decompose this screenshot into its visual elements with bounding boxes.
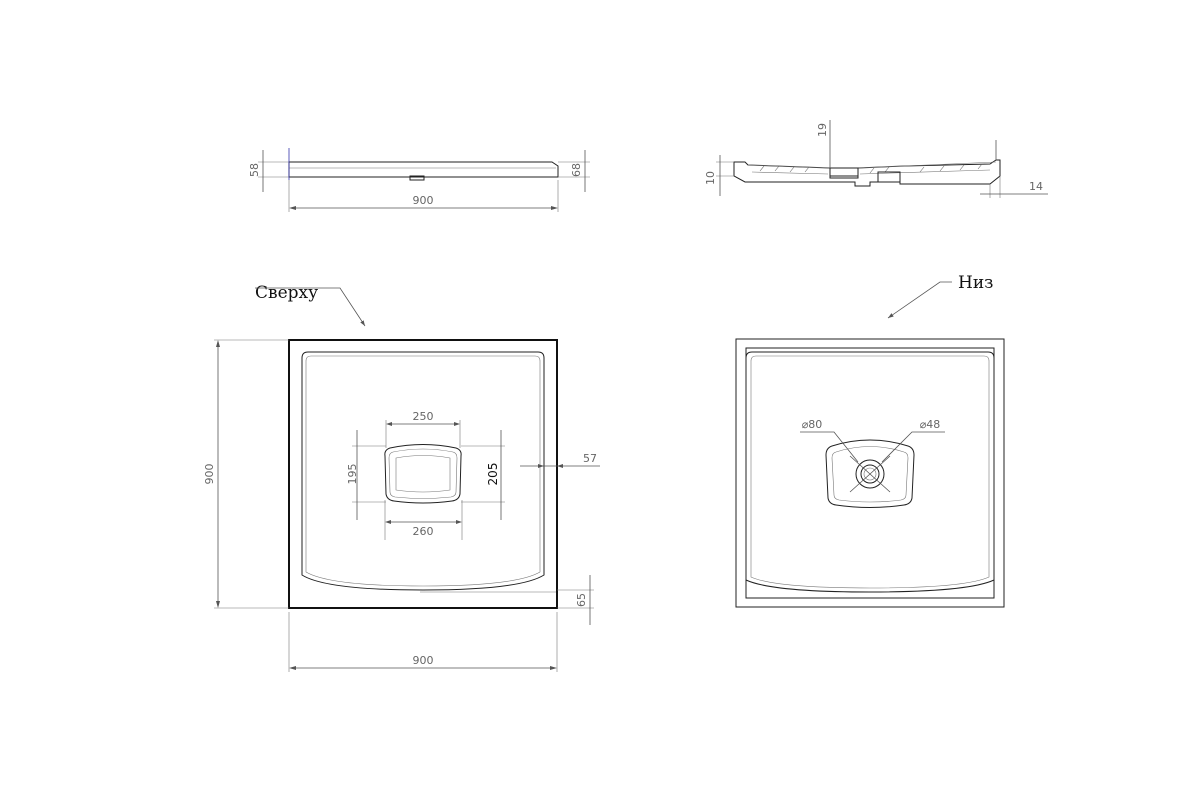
section-right-dim: 14	[1029, 180, 1043, 193]
section-view: 19 10 14	[704, 120, 1048, 198]
top-view: Сверху 250 260 195 205 57	[203, 283, 600, 672]
top-view-label: Сверху	[255, 283, 318, 303]
margin-bottom-dim: 65	[575, 593, 588, 607]
section-left-dim: 10	[704, 171, 717, 185]
margin-right-dim: 57	[583, 452, 597, 465]
dia-left-dim: ⌀80	[802, 418, 823, 431]
top-height-dim: 900	[203, 464, 216, 485]
front-view: 900 58 68	[248, 148, 590, 212]
drain-right-dim: 205	[486, 463, 500, 486]
section-top-dim: 19	[816, 123, 829, 137]
front-left-height-dim: 58	[248, 163, 261, 177]
drain-left-dim: 195	[346, 464, 359, 485]
drain-bottom-dim: 260	[413, 525, 434, 538]
bottom-view-label: Низ	[958, 273, 993, 293]
dia-right-dim: ⌀48	[920, 418, 941, 431]
front-right-height-dim: 68	[570, 163, 583, 177]
front-width-dim: 900	[413, 194, 434, 207]
drain-top-dim: 250	[413, 410, 434, 423]
bottom-view: Низ ⌀80 ⌀48	[735, 273, 1005, 608]
top-width-dim: 900	[413, 654, 434, 667]
